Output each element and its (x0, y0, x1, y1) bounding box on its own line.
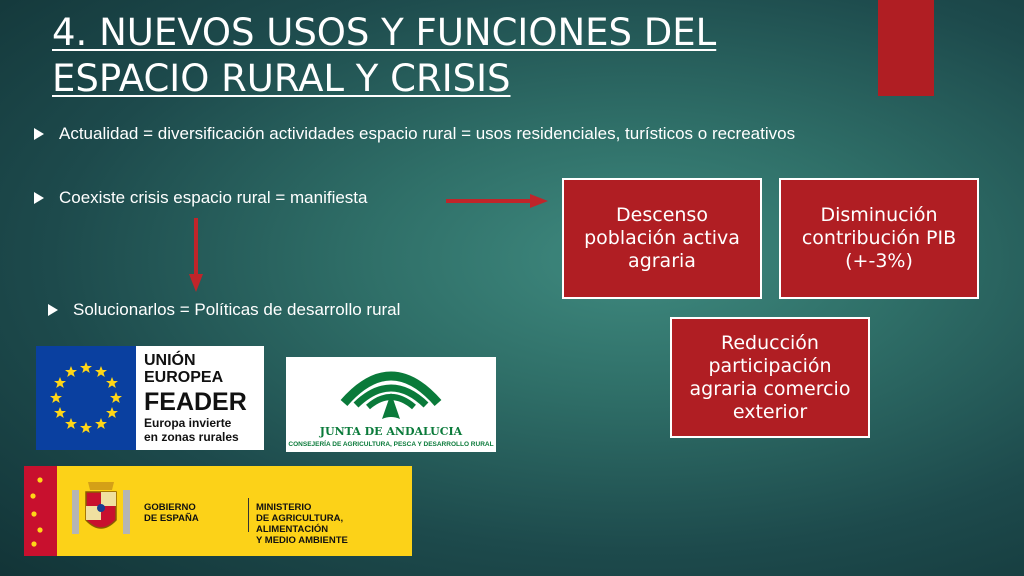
bullet-text: Solucionarlos = Políticas de desarrollo … (73, 300, 401, 319)
andalucia-name: JUNTA DE ANDALUCIA (319, 425, 463, 438)
eu-strip (24, 466, 57, 556)
down-arrow-icon (189, 218, 203, 292)
gobierno-text: GOBIERNO DE ESPAÑA (144, 502, 199, 524)
right-arrow-icon (446, 194, 548, 208)
box-text: Descenso población activa agraria (584, 204, 740, 272)
gobierno-espana-logo: GOBIERNO DE ESPAÑA MINISTERIO DE AGRICUL… (24, 466, 412, 556)
bullet-coexiste: Coexiste crisis espacio rural = manifies… (34, 188, 367, 208)
spain-coat-of-arms-icon (72, 482, 130, 534)
slide-title: 4. NUEVOS USOS Y FUNCIONES DEL ESPACIO R… (52, 11, 717, 100)
eu-line-union: UNIÓN (144, 352, 196, 369)
eu-feader-logo: UNIÓN EUROPEA FEADER Europa invierte en … (36, 346, 264, 450)
box-descenso-poblacion: Descenso población activa agraria (562, 178, 762, 299)
bullet-text: Actualidad = diversificación actividades… (59, 124, 796, 143)
andalucia-consejeria: CONSEJERÍA DE AGRICULTURA, PESCA Y DESAR… (288, 441, 494, 448)
logo-divider (248, 498, 249, 532)
corner-accent-bar (878, 0, 934, 96)
eu-line-zonas: en zonas rurales (144, 430, 239, 444)
bullet-actualidad: Actualidad = diversificación actividades… (34, 124, 795, 144)
bullet-arrow-icon (34, 192, 44, 204)
eu-line-europea: EUROPEA (144, 369, 224, 386)
bullet-arrow-icon (48, 304, 58, 316)
eu-logo-text: UNIÓN EUROPEA FEADER Europa invierte en … (136, 346, 247, 450)
box-reduccion-participacion: Reducción participación agraria comercio… (670, 317, 870, 438)
bullet-arrow-icon (34, 128, 44, 140)
eu-flag-icon (36, 346, 136, 450)
bullet-text: Coexiste crisis espacio rural = manifies… (59, 188, 368, 207)
eu-line-feader: FEADER (144, 388, 247, 416)
box-text: Reducción participación agraria comercio… (689, 331, 851, 423)
andalucia-emblem-icon (340, 371, 442, 419)
eu-line-invierte: Europa invierte (144, 416, 232, 430)
box-disminucion-pib: Disminución contribución PIB (+-3%) (779, 178, 979, 299)
box-text: Disminución contribución PIB (+-3%) (801, 204, 957, 272)
bullet-solucionarlos: Solucionarlos = Políticas de desarrollo … (48, 300, 400, 320)
ministerio-text: MINISTERIO DE AGRICULTURA, ALIMENTACIÓN … (256, 502, 348, 546)
junta-andalucia-logo: JUNTA DE ANDALUCIA CONSEJERÍA DE AGRICUL… (286, 357, 496, 452)
